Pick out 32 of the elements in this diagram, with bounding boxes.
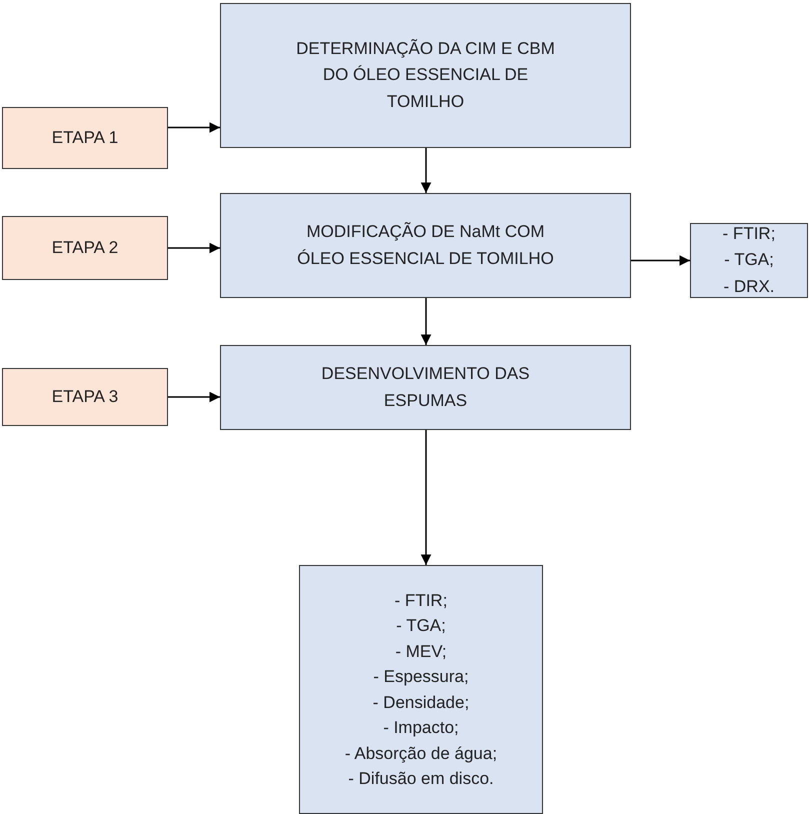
arrow xyxy=(168,392,220,402)
arrow xyxy=(420,430,432,565)
stage-box xyxy=(2,107,168,169)
process-box xyxy=(220,193,631,298)
stage-box xyxy=(2,216,168,280)
list-item: - FTIR; xyxy=(722,222,776,245)
arrow xyxy=(420,298,432,345)
box-text: ETAPA 3 xyxy=(52,386,118,408)
process-box xyxy=(690,223,808,298)
list-item: - Difusão em disco. xyxy=(348,768,494,790)
arrow xyxy=(631,255,690,266)
list-item: - Densidade; xyxy=(372,692,470,714)
list-item: - Impacto; xyxy=(383,717,459,739)
box-text: ETAPA 2 xyxy=(52,236,118,259)
box-text: MODIFICAÇÃO DE NaMt COM ÓLEO ESSENCIAL DE TOMILHO xyxy=(296,221,555,270)
stage-box xyxy=(2,368,168,426)
list-item: - Absorção de água; xyxy=(344,742,498,765)
arrow xyxy=(420,148,432,193)
list-item: - Espessura; xyxy=(373,666,469,688)
arrow xyxy=(168,122,220,133)
box-text: ETAPA 1 xyxy=(52,126,118,149)
process-box xyxy=(220,3,631,148)
list-item: - MEV; xyxy=(395,640,447,662)
process-box xyxy=(299,565,543,814)
box-text: DETERMINAÇÃO DA CIM E CBM DO ÓLEO ESSENCIAL DE TOMILHO xyxy=(296,38,555,113)
process-box xyxy=(220,345,631,430)
list-item: - TGA; xyxy=(724,249,774,272)
arrow xyxy=(168,242,220,254)
list-item: - TGA; xyxy=(396,615,446,637)
box-text: DESENVOLVIMENTO DAS ESPUMAS xyxy=(321,363,530,412)
list-item: - DRX. xyxy=(724,276,774,298)
list-item: - FTIR; xyxy=(394,590,448,612)
